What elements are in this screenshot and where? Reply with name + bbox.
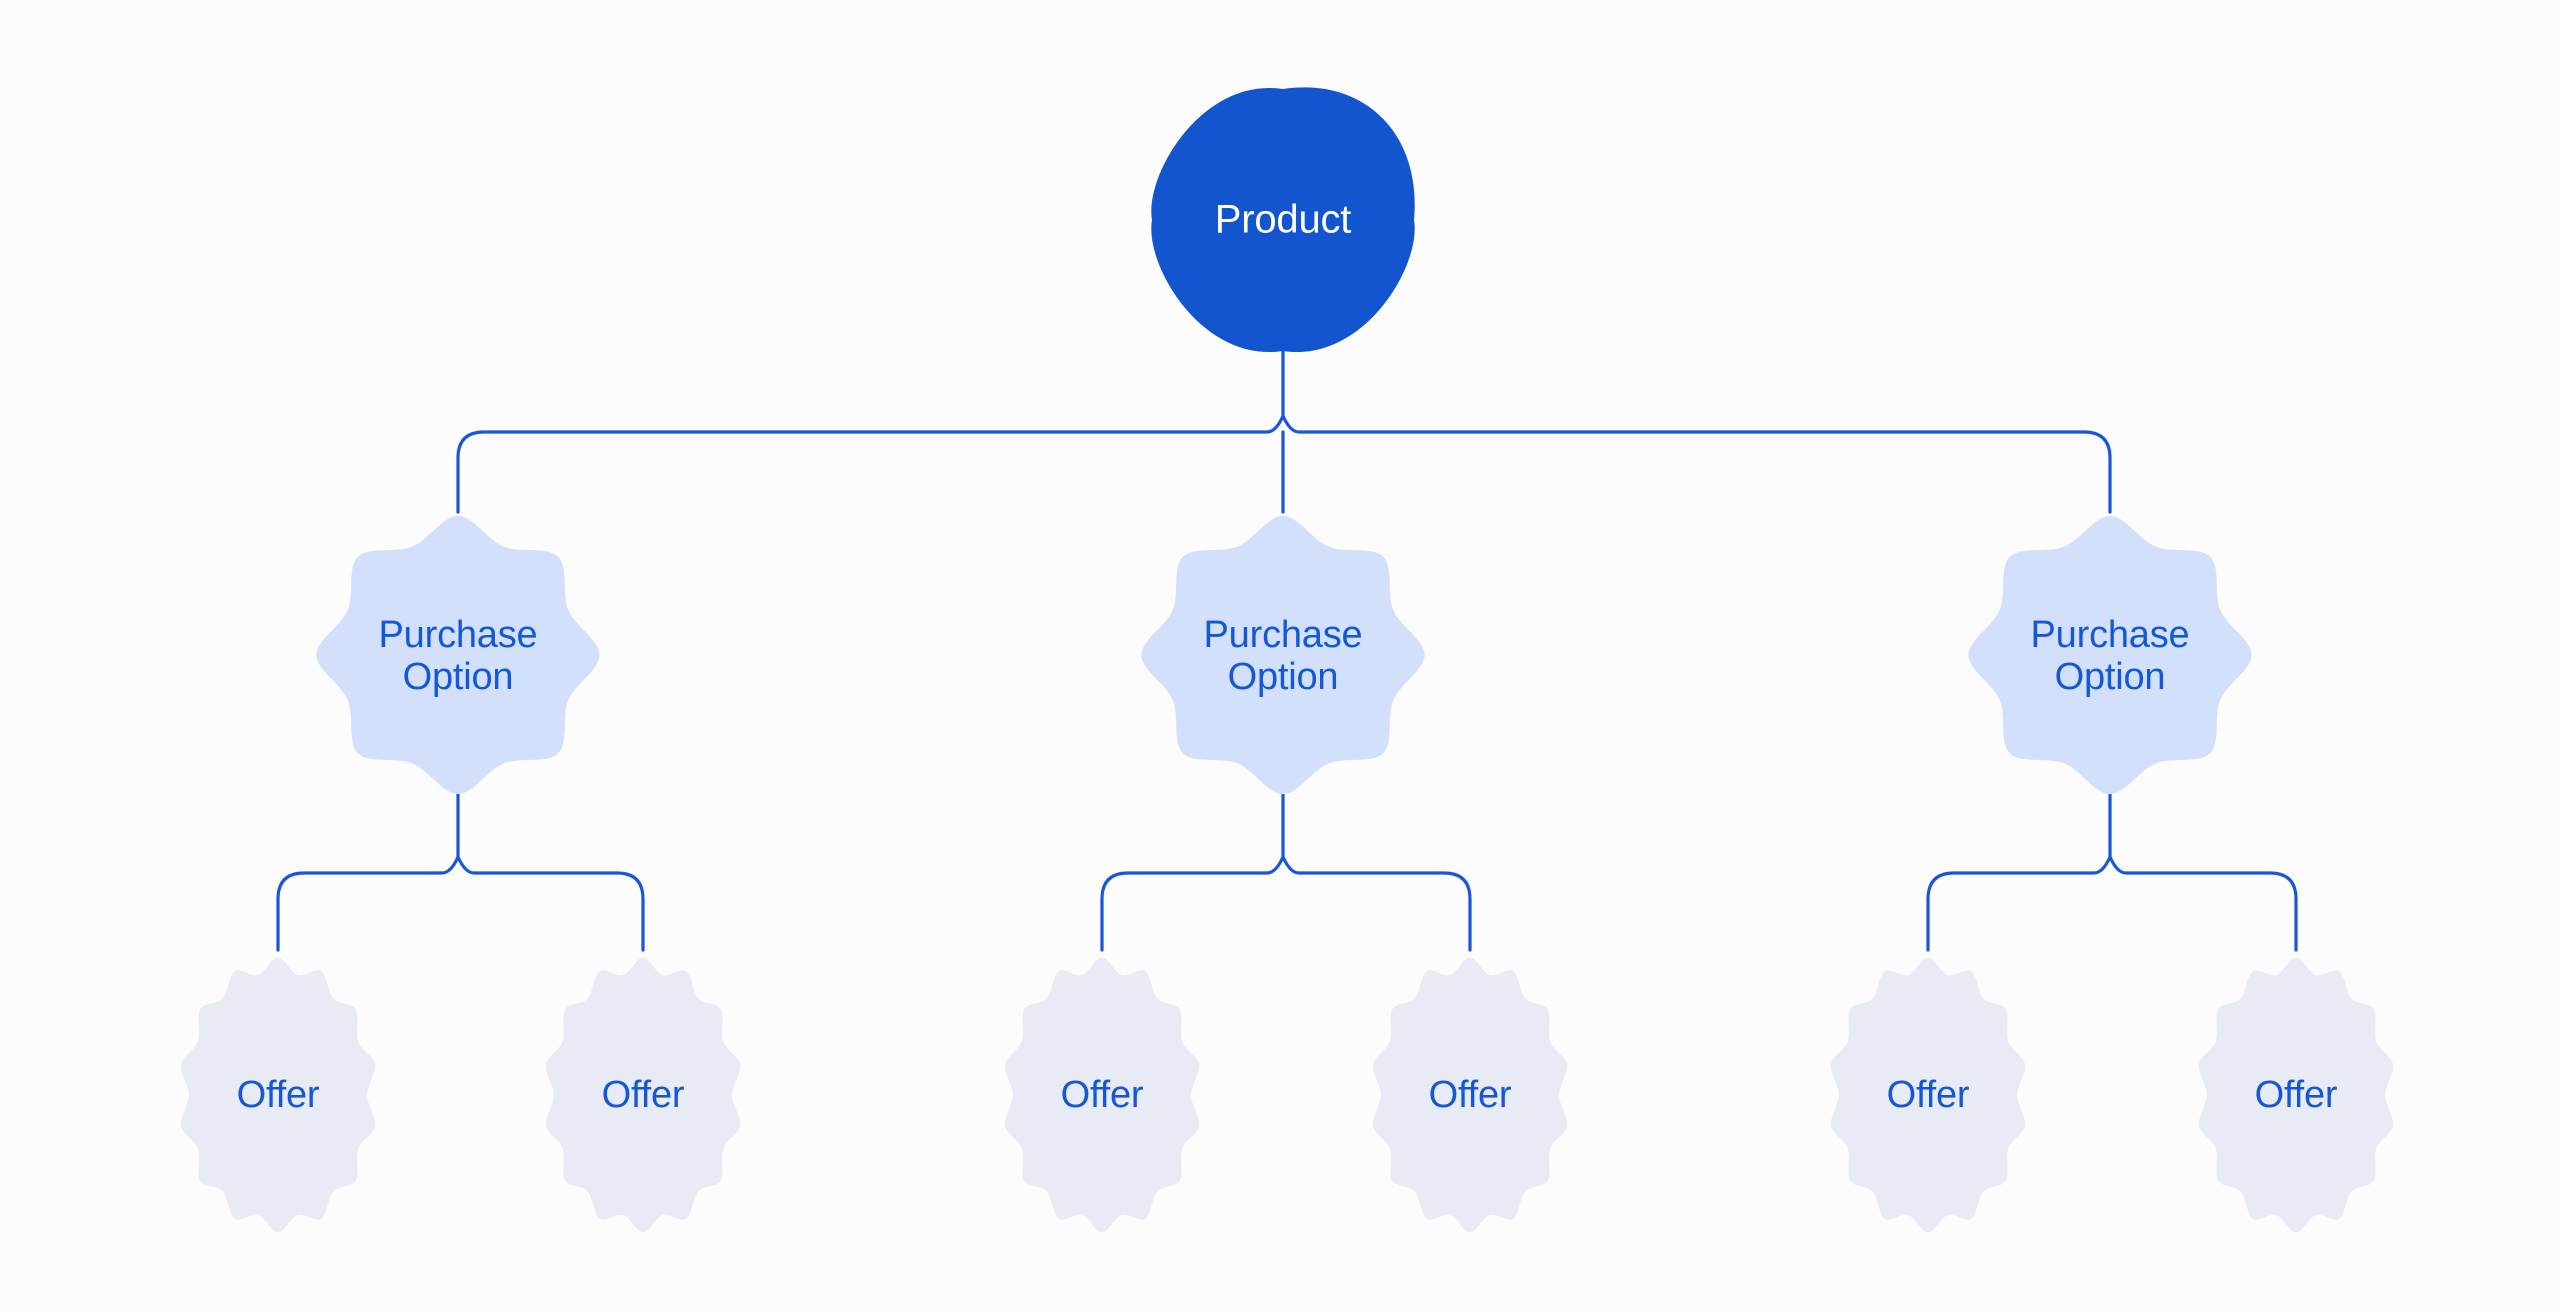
node-layer: ProductPurchaseOptionPurchaseOptionPurch… [180,87,2394,1233]
node-offer[interactable]: Offer [545,957,741,1233]
node-shape-offer [545,957,741,1233]
connector-purchase-option [1926,790,2298,952]
node-label: Product [1215,198,1352,242]
connector-purchase-option [1100,790,1472,952]
node-label: Option [403,656,514,698]
node-label: Purchase [379,614,538,656]
node-shape-product [1151,87,1415,353]
node-label: Option [1228,656,1339,698]
node-shape-purchase-option [1968,515,2252,795]
node-label: Purchase [1204,614,1363,656]
node-label: Offer [2255,1074,2338,1116]
node-label: Purchase [2031,614,2190,656]
connector-purchase-option [276,790,645,952]
node-shape-offer [2198,957,2394,1233]
node-shape-purchase-option [316,515,600,795]
node-label: Offer [1887,1074,1970,1116]
node-label: Offer [1061,1074,1144,1116]
node-product[interactable]: Product [1151,87,1415,353]
node-shape-offer [1004,957,1200,1233]
connector-layer [276,350,2298,952]
node-label: Option [2055,656,2166,698]
node-shape-purchase-option [1141,515,1425,795]
node-shape-offer [1372,957,1568,1233]
node-offer[interactable]: Offer [1372,957,1568,1233]
node-shape-offer [1830,957,2026,1233]
connector-product [456,350,2112,514]
node-offer[interactable]: Offer [180,957,376,1233]
node-shape-offer [180,957,376,1233]
node-offer[interactable]: Offer [1830,957,2026,1233]
node-label: Offer [1429,1074,1512,1116]
node-label: Offer [237,1074,320,1116]
node-label: Offer [602,1074,685,1116]
node-offer[interactable]: Offer [1004,957,1200,1233]
node-offer[interactable]: Offer [2198,957,2394,1233]
